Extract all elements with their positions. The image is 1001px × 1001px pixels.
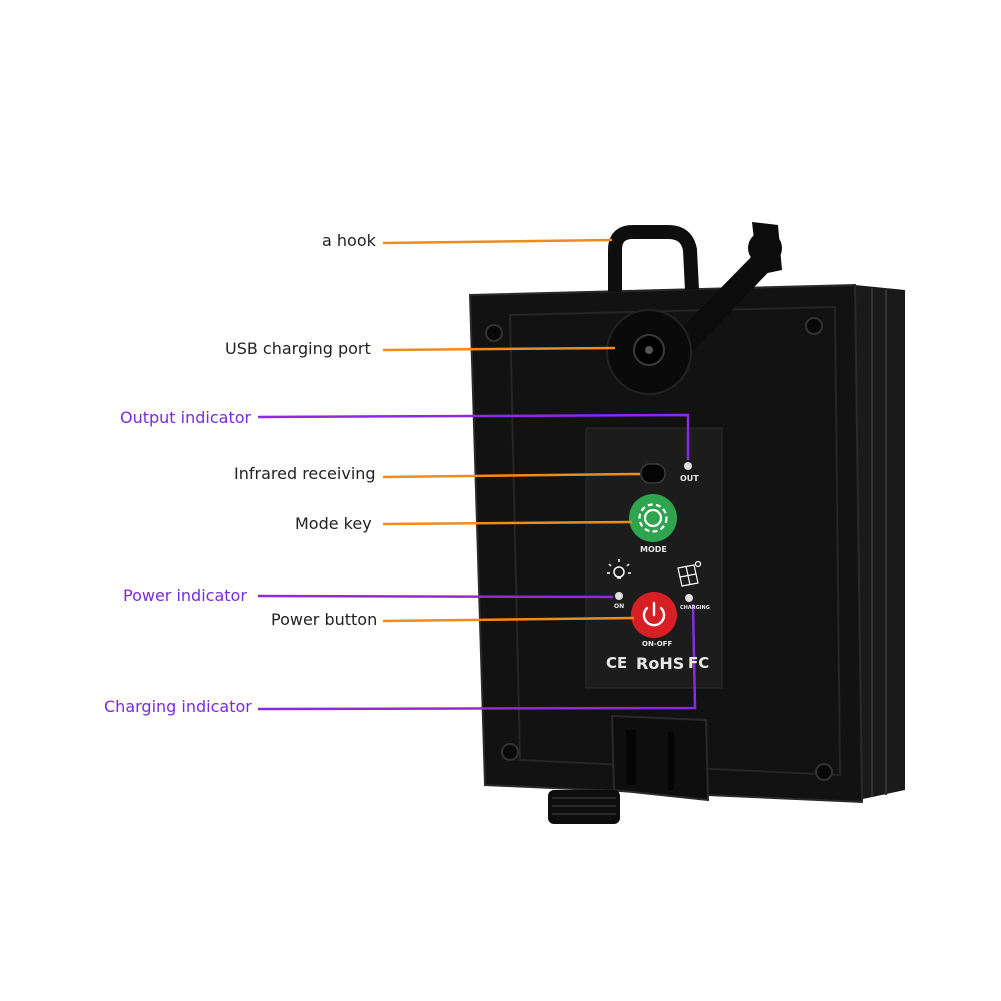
orange-leaders [382,238,641,623]
screw-top-left [485,324,503,342]
screw-bottom-right [815,763,833,781]
cert-rohs-mark: RoHS [636,654,685,673]
panel-charging-label: CHARGING [680,605,710,611]
bulb-icon [607,559,631,579]
leader-power-indicator [257,594,614,599]
leader-output-indicator [257,413,690,460]
purple-leaders [257,413,697,711]
cert-ce-mark: CE [606,654,628,672]
power-icon [642,601,666,627]
callout-infrared-receiving: Infrared receiving [234,464,376,483]
panel-on-label: ON [614,603,625,610]
solar-panel-icon [677,560,702,587]
heat-fins [855,285,905,800]
callout-output-indicator: Output indicator [120,408,252,427]
leader-charging-indicator [257,603,697,711]
screw-top-right [805,317,823,335]
leader-mode [382,520,633,526]
hook [608,225,699,292]
usb-charging-port[interactable] [606,309,692,395]
leader-power-button [382,616,635,623]
panel-out-label: OUT [680,474,699,483]
gear-icon [638,503,668,533]
output-indicator-led [684,462,692,470]
charging-indicator-led [685,594,693,602]
callout-mode-key: Mode key [295,514,372,533]
screw-bottom-left [501,743,519,761]
leader-infrared [382,472,641,479]
infrared-receiver [640,463,666,484]
leader-hook [382,238,613,245]
callout-power-button: Power button [271,610,378,629]
cert-fc-mark: FC [688,654,710,672]
cable-connector [548,790,620,824]
callout-hook: a hook [322,231,376,250]
power-indicator-led [615,592,623,600]
power-button[interactable] [631,592,677,638]
mode-button[interactable] [629,494,677,542]
panel-mode-label: MODE [640,545,667,554]
callout-power-indicator: Power indicator [123,586,247,605]
panel-onoff-label: ON-OFF [642,640,673,648]
callout-usb-charging-port: USB charging port [225,339,371,358]
callout-charging-indicator: Charging indicator [104,697,252,716]
bottom-clip [610,714,710,802]
leader-usb [382,346,616,352]
